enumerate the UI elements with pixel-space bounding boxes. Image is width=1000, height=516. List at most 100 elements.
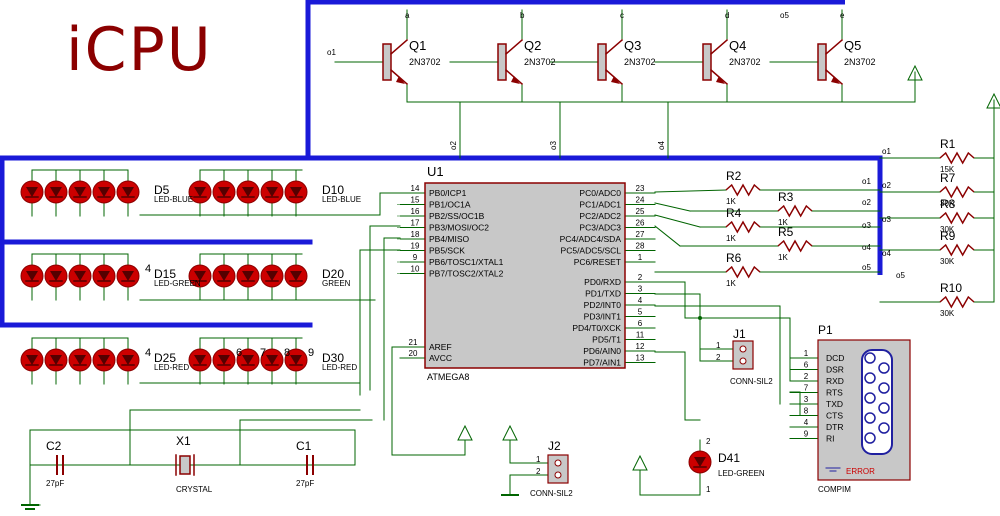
- led-bank: [188, 264, 308, 288]
- transistor-base-bar: [597, 43, 607, 81]
- serial-pin-num: 1: [804, 349, 809, 358]
- net-label-c: o5: [862, 263, 871, 272]
- led-triangle: [74, 355, 86, 365]
- transistor-ref: Q5: [844, 38, 861, 53]
- mcu-pin-num: 4: [638, 296, 643, 305]
- wire-r3-a: [654, 202, 691, 212]
- transistor-ref: Q4: [729, 38, 746, 53]
- power-terminal: [986, 92, 1000, 109]
- resistor-zigzag: [725, 265, 761, 279]
- connector-pin-num: 2: [716, 353, 721, 362]
- connector-pin: [739, 345, 747, 353]
- resistor-value: 15K: [940, 165, 955, 174]
- led-triangle: [98, 271, 110, 281]
- mcu-pin-num: 28: [636, 242, 645, 251]
- transistor-collector-leg: [604, 38, 624, 56]
- led-triangle: [290, 187, 302, 197]
- serial-pin-name: DTR: [826, 422, 843, 432]
- led-bank-label: LED-GREEN: [154, 279, 201, 288]
- serial-pin-name: CTS: [826, 411, 843, 421]
- cap-ref: C2: [46, 439, 62, 453]
- led-triangle: [218, 187, 230, 197]
- connector-ref: J1: [733, 327, 746, 341]
- crystal-body: [179, 455, 191, 475]
- net-label-right: o1: [882, 147, 891, 156]
- led-index-label: 8: [284, 347, 290, 359]
- resistor-zigzag: [725, 220, 761, 234]
- resistor-r3: [777, 204, 813, 218]
- led-bank-label: GREEN: [322, 279, 351, 288]
- resistor-value: 1K: [778, 218, 788, 227]
- mcu-pin-num: 19: [411, 242, 420, 251]
- led-triangle: [50, 271, 62, 281]
- resistor-r8: [939, 211, 975, 225]
- transistor-base-bar: [702, 43, 712, 81]
- resistor-ref: R1: [940, 137, 956, 151]
- serial-pin-name: TXD: [826, 399, 843, 409]
- led-pin-num: 1: [706, 485, 711, 494]
- db9-pin: [864, 432, 876, 444]
- mcu-pin-name: PC1/ADC1: [579, 200, 621, 210]
- transistor-collector-leg: [504, 38, 524, 56]
- serial-pin-num: 2: [804, 372, 809, 381]
- mcu-pin-name: PC2/ADC2: [579, 211, 621, 221]
- mcu-pin-num: 12: [636, 342, 645, 351]
- mcu-pin-num: 16: [411, 207, 420, 216]
- mcu-pin-num: 11: [636, 331, 645, 340]
- transistor-arrow: [511, 76, 520, 84]
- db9-pin: [878, 422, 890, 434]
- resistor-r2: [725, 183, 761, 197]
- wires: [21, 9, 995, 510]
- resistor-ref: R8: [940, 197, 956, 211]
- led-bank-label: LED-RED: [154, 363, 189, 372]
- capacitor-c1: [306, 455, 314, 475]
- led-bank: [20, 264, 140, 288]
- components: [20, 38, 1000, 484]
- connector-j2: [547, 454, 569, 484]
- transistor-part: 2N3702: [409, 57, 441, 67]
- transistor-net: a: [405, 11, 410, 20]
- transistor-part: 2N3702: [524, 57, 556, 67]
- mcu-pin-num: 14: [411, 184, 420, 193]
- resistor-r7: [939, 185, 975, 199]
- serial-pin-num: 8: [804, 407, 809, 416]
- serial-pin-num: 7: [804, 384, 809, 393]
- resistor-ref: R9: [940, 229, 956, 243]
- net-label-c: o3: [862, 221, 871, 230]
- transistor-collector-leg: [824, 38, 844, 56]
- resistor-zigzag: [939, 211, 975, 225]
- transistor-collector-leg: [709, 38, 729, 56]
- connector-body: [547, 454, 569, 484]
- resistor-zigzag: [725, 183, 761, 197]
- wire-r2: [654, 189, 727, 193]
- db9-pin: [878, 402, 890, 414]
- connector-j1: [732, 340, 754, 370]
- mcu-pin-num: 21: [409, 338, 418, 347]
- led-part: LED-GREEN: [718, 469, 765, 478]
- serial-pin-num: 6: [804, 361, 809, 370]
- led-pin-num: 2: [706, 437, 711, 446]
- connector-part: CONN-SIL2: [530, 489, 573, 498]
- connector-pin-num: 1: [716, 341, 721, 350]
- serial-pin-num: 9: [804, 430, 809, 439]
- transistor-ref: Q1: [409, 38, 426, 53]
- led-index-label: 7: [260, 347, 266, 359]
- led-triangle: [194, 355, 206, 365]
- mcu-pin-name: PB5/SCK: [429, 246, 465, 256]
- serial-pin-name: RXD: [826, 376, 844, 386]
- resistor-zigzag: [939, 243, 975, 257]
- resistor-value: 1K: [726, 234, 736, 243]
- crystal: [175, 454, 195, 476]
- mcu-pin-num: 17: [411, 219, 420, 228]
- led-triangle: [50, 187, 62, 197]
- net-label-right: o2: [882, 181, 891, 190]
- mcu-pin-num: 6: [638, 319, 643, 328]
- led-bank-ref: D20: [322, 267, 344, 281]
- mcu-pin-num: 15: [411, 196, 420, 205]
- schematic-title: iCPU: [66, 15, 213, 85]
- mcu-pin-num: 10: [411, 265, 420, 274]
- crystal-ref: X1: [176, 434, 191, 448]
- net-label-o5: o5: [780, 11, 789, 20]
- led-triangle: [98, 355, 110, 365]
